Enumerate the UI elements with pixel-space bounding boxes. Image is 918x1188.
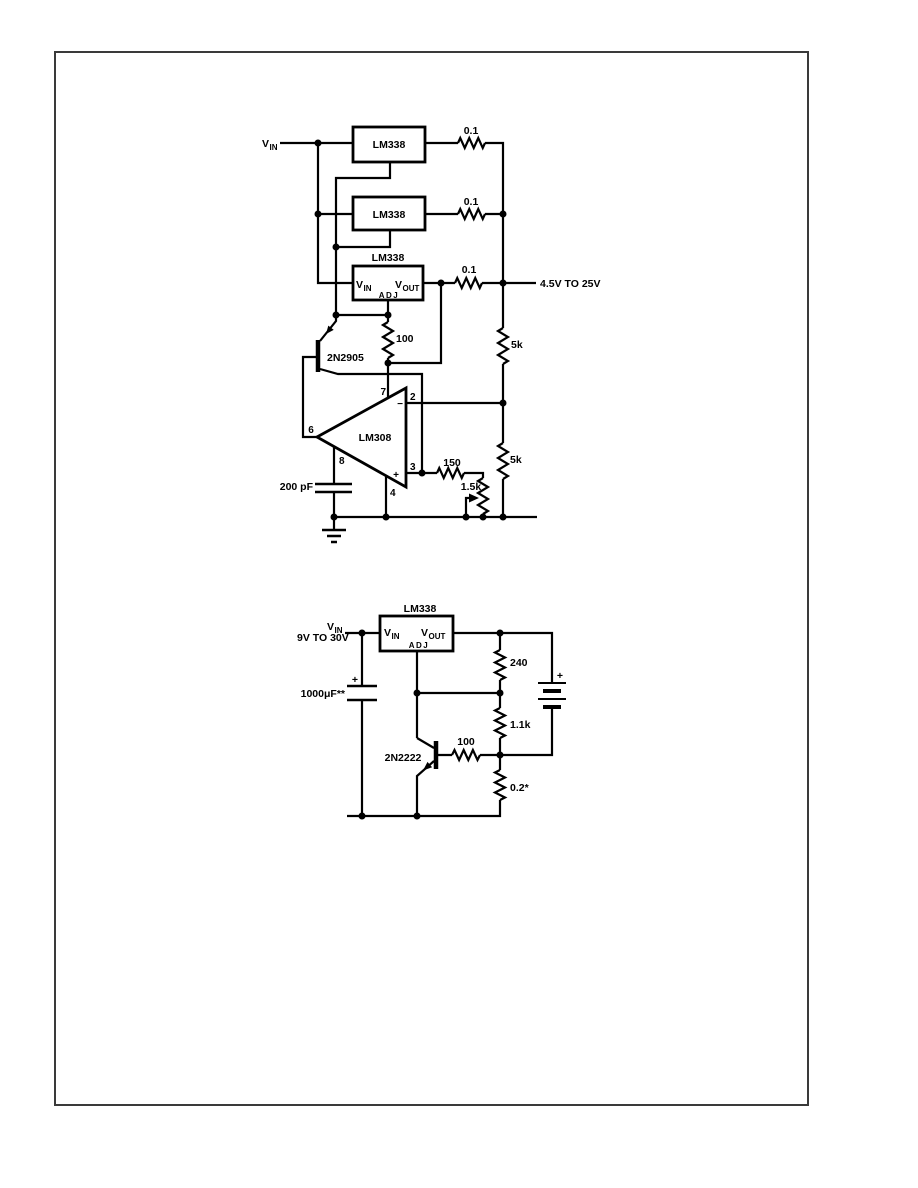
resistor-0.1-3-label: 0.1 [462,264,477,276]
resistor-0.1-1 [456,135,487,151]
lm338-box [378,614,455,653]
pot-wiper-arrow [469,493,479,503]
resistor-0.1-1-label: 0.1 [464,125,479,137]
output-voltage-label: 4.5V TO 25V [540,278,601,290]
reg3-vin-label: V [356,279,363,291]
opamp-triangle [314,385,408,490]
resistor-1.1k [492,707,508,739]
capacitor-200pf-label: 200 pF [280,481,314,493]
resistor-5k-lower-label: 5k [510,454,522,466]
ground-symbol [322,517,346,544]
wire-vout [453,631,554,683]
reg3-adj-label: ADJ [379,291,400,300]
opamp-pin3-label: 3 [410,462,416,473]
input-vin-sub: IN [270,143,278,152]
reg3-vin-sub: IN [364,284,372,293]
reg-adj-label: ADJ [409,641,430,650]
reg3-vout-label: V [395,279,402,291]
input-vin-label: V [327,621,334,633]
opamp-plus: + [393,470,399,481]
opamp-pin6-label: 6 [308,425,314,436]
input-vin-label: V [262,138,269,150]
capacitor-plus-sign: + [352,674,358,686]
junction-dots-circuit2 [358,629,504,820]
lm338-label-1: LM338 [373,139,406,151]
battery-symbol: + [538,670,566,709]
resistor-0.1-2-label: 0.1 [464,196,479,208]
lm338-box-3 [351,264,425,302]
ground-bars [322,528,346,544]
reg-vin-label: V [384,627,391,639]
battery-plus-sign: + [557,670,563,682]
wire-base-to-output [301,355,317,439]
lm338-label-3: LM338 [372,252,405,264]
transistor-2n2905-label: 2N2905 [327,352,364,364]
opamp-pin4-label: 4 [390,488,396,499]
resistor-100 [451,747,481,763]
resistor-100-label: 100 [457,736,475,748]
resistor-240 [492,649,508,681]
wire-divider-rail [347,633,502,818]
resistor-1.1k-label: 1.1k [510,719,531,731]
lm338-box-1 [351,125,427,164]
opamp-pin7-label: 7 [380,387,386,398]
input-range-label: 9V TO 30V [297,632,349,644]
resistor-100 [380,321,396,359]
circuit-1: LM338 LM338 LM338 V IN V OUT ADJ 0.1 0.1… [262,125,601,544]
resistor-240-label: 240 [510,657,528,669]
resistor-150-label: 150 [443,457,461,469]
input-vin-sub: IN [335,626,343,635]
resistor-0.2 [492,769,508,801]
wire-collector [416,737,435,749]
page-frame [54,51,809,1106]
wire-pot-wiper [464,496,470,517]
resistor-100-label: 100 [396,333,414,345]
capacitor-1000uf [347,684,377,702]
reg-vout-sub: OUT [429,632,446,641]
resistor-0.1-3 [453,275,484,291]
resistor-150 [435,465,466,481]
wire-reg2-adj [336,230,392,249]
capacitor-200pf [315,482,352,494]
pot-label: 1.5k [461,481,482,493]
opamp-pin8-label: 8 [339,456,345,467]
capacitor-1000uf-label: 1000μF** [301,688,346,700]
lm338-box-2 [351,195,427,232]
lm338-label: LM338 [404,603,437,615]
junction-dots-circuit1 [314,139,507,521]
resistor-5k-upper-label: 5k [511,339,523,351]
resistor-0.2-label: 0.2* [510,782,530,794]
reg-vout-label: V [421,627,428,639]
wire-vout-feedback [388,283,443,365]
opamp-pin2-label: 2 [410,392,416,403]
opamp-label: LM308 [359,432,392,444]
reg3-vout-sub: OUT [403,284,420,293]
opamp-minus: − [397,399,403,410]
resistor-5k-lower [495,442,511,480]
potentiometer-1.5k [475,477,491,515]
wire-input-rail [316,143,353,285]
resistor-5k-upper [495,327,511,365]
transistor-2n2222-emitter-arrow [423,761,433,771]
transistor-2n2222-label: 2N2222 [385,752,422,764]
reg-vin-sub: IN [392,632,400,641]
transistor-2n2905-emitter-arrow [326,325,334,334]
lm338-label-2: LM338 [373,209,406,221]
wire-collector [319,367,424,473]
resistor-0.1-2 [456,206,487,222]
wire-reg1-output [425,141,505,328]
wire-battery-return [500,708,554,757]
circuit-2: LM338 V IN V OUT ADJ V IN 9V TO 30V + 10… [297,603,566,820]
